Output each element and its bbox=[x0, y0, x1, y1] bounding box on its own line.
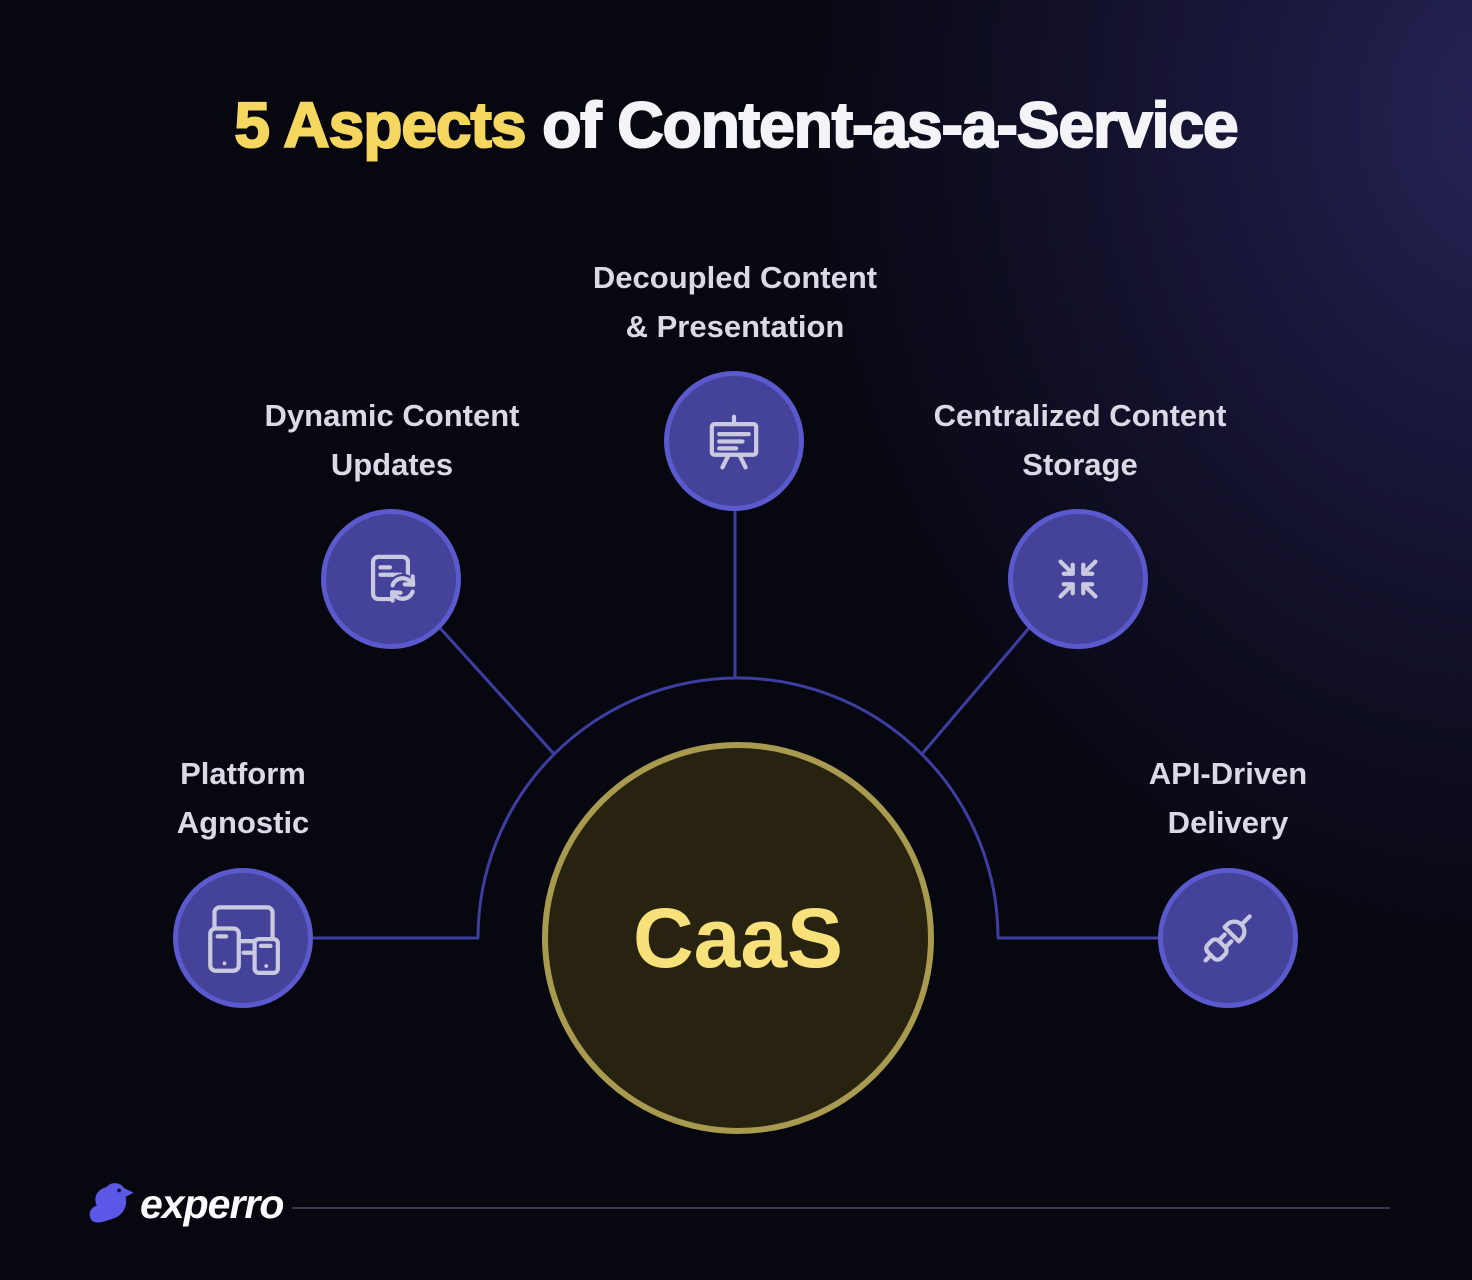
caas-central-circle: CaaS bbox=[542, 742, 934, 1134]
node-decoupled-content bbox=[664, 371, 804, 511]
label-line: Centralized Content bbox=[933, 398, 1227, 433]
experro-bird-icon bbox=[89, 1183, 134, 1223]
connector-upper-left bbox=[438, 626, 556, 756]
label-line: Dynamic Content bbox=[264, 398, 520, 433]
label-line: Updates bbox=[330, 447, 454, 482]
label-line: Platform bbox=[180, 756, 306, 791]
label-line: API-Driven bbox=[1148, 756, 1308, 791]
node-platform-agnostic bbox=[173, 868, 313, 1008]
page-title: 5 Aspects of Content-as-a-Service bbox=[0, 89, 1472, 162]
title-rest: of Content-as-a-Service bbox=[541, 89, 1239, 162]
label-line: & Presentation bbox=[625, 309, 845, 344]
experro-logo: experro bbox=[88, 1180, 284, 1228]
node-centralized-storage bbox=[1008, 509, 1148, 649]
title-highlight: 5 Aspects bbox=[233, 89, 527, 162]
multi-devices-icon bbox=[208, 905, 280, 975]
label-platform-agnostic: Platform Agnostic bbox=[177, 749, 310, 847]
brand-wordmark: experro bbox=[140, 1181, 284, 1227]
node-api-delivery bbox=[1158, 868, 1298, 1008]
label-decoupled-content: Decoupled Content & Presentation bbox=[593, 253, 877, 351]
label-line: Decoupled Content bbox=[592, 260, 878, 295]
label-line: Delivery bbox=[1167, 805, 1289, 840]
label-api-delivery: API-Driven Delivery bbox=[1149, 749, 1307, 847]
label-line: Storage bbox=[1022, 447, 1138, 482]
plug-connection-icon bbox=[1203, 914, 1252, 963]
connector-upper-right bbox=[920, 627, 1031, 755]
caas-label: CaaS bbox=[632, 890, 844, 985]
footer-divider-line bbox=[292, 1207, 1390, 1209]
node-dynamic-content bbox=[321, 509, 461, 649]
label-dynamic-content: Dynamic Content Updates bbox=[265, 391, 520, 489]
document-refresh-icon bbox=[370, 554, 418, 604]
label-centralized-storage: Centralized Content Storage bbox=[934, 391, 1227, 489]
presentation-board-icon bbox=[709, 414, 759, 470]
converging-arrows-icon bbox=[1058, 559, 1098, 599]
label-line: Agnostic bbox=[176, 805, 310, 840]
